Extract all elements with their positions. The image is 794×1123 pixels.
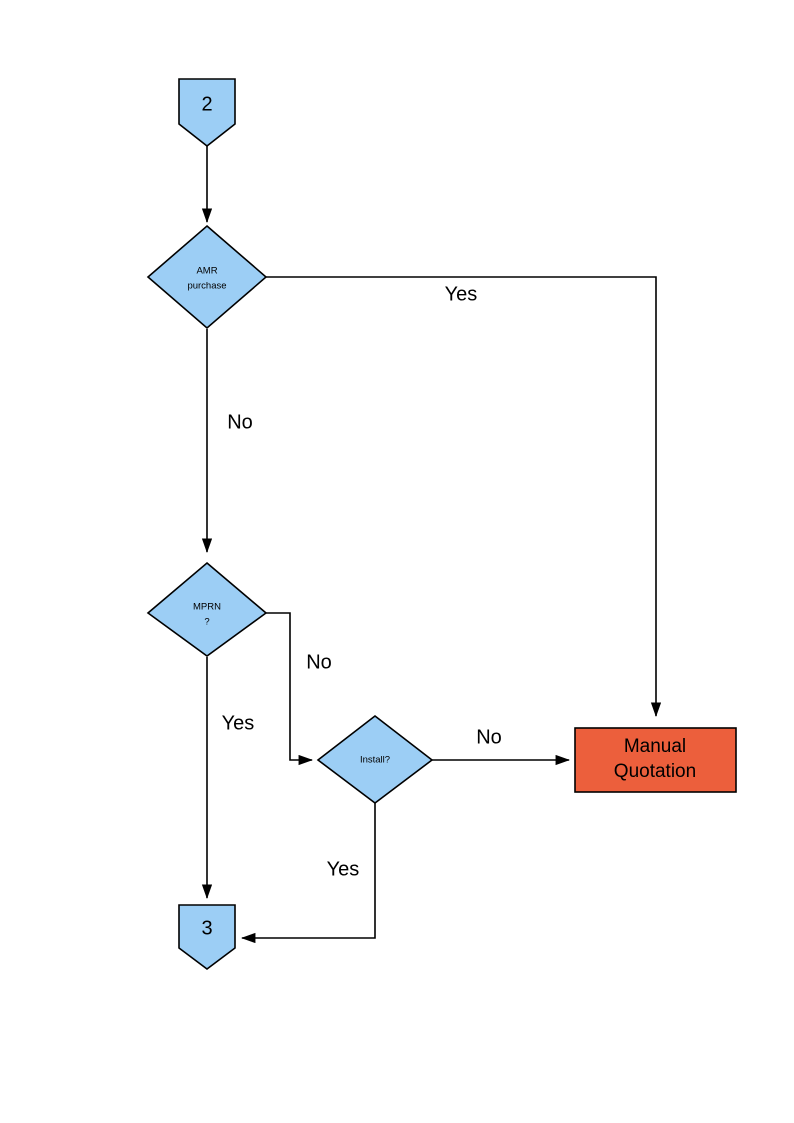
edge-install-yes-to-end bbox=[241, 803, 376, 944]
mprn-label-line2: ? bbox=[204, 617, 209, 628]
edge-label-install-no: No bbox=[476, 726, 502, 748]
manual-quotation-shape[interactable] bbox=[574, 727, 737, 793]
start-2-label: 2 bbox=[201, 93, 212, 115]
start-2-shape[interactable] bbox=[178, 78, 236, 148]
node-install[interactable]: Install? bbox=[316, 714, 434, 805]
manual-quotation-label-line1: Manual bbox=[624, 736, 686, 757]
amr-purchase-label-line1: AMR bbox=[196, 266, 217, 277]
end-3-shape[interactable] bbox=[178, 904, 236, 970]
node-start-2[interactable]: 2 bbox=[178, 78, 236, 148]
edge-label-mprn-no: No bbox=[306, 651, 332, 673]
end-3-label: 3 bbox=[201, 917, 212, 939]
edge-label-amr-yes: Yes bbox=[445, 283, 478, 305]
edge-label-mprn-yes: Yes bbox=[222, 712, 255, 734]
amr-purchase-label-line2: purchase bbox=[187, 281, 226, 292]
edge-mprn-no-to-install bbox=[266, 612, 313, 766]
node-end-3[interactable]: 3 bbox=[178, 904, 236, 970]
edge-label-amr-no: No bbox=[227, 411, 253, 433]
install-shape[interactable] bbox=[316, 714, 434, 805]
edge-label-install-yes: Yes bbox=[327, 858, 360, 880]
install-label: Install? bbox=[360, 755, 390, 766]
node-mprn[interactable]: MPRN ? bbox=[146, 561, 268, 657]
mprn-shape[interactable] bbox=[146, 561, 268, 657]
edge-amr-yes-to-manual-quotation bbox=[266, 276, 662, 717]
mprn-label-line1: MPRN bbox=[193, 602, 221, 613]
manual-quotation-label-line2: Quotation bbox=[614, 761, 696, 782]
amr-purchase-shape[interactable] bbox=[146, 224, 268, 330]
node-amr-purchase[interactable]: AMR purchase bbox=[146, 224, 268, 330]
node-manual-quotation[interactable]: Manual Quotation bbox=[574, 727, 737, 793]
